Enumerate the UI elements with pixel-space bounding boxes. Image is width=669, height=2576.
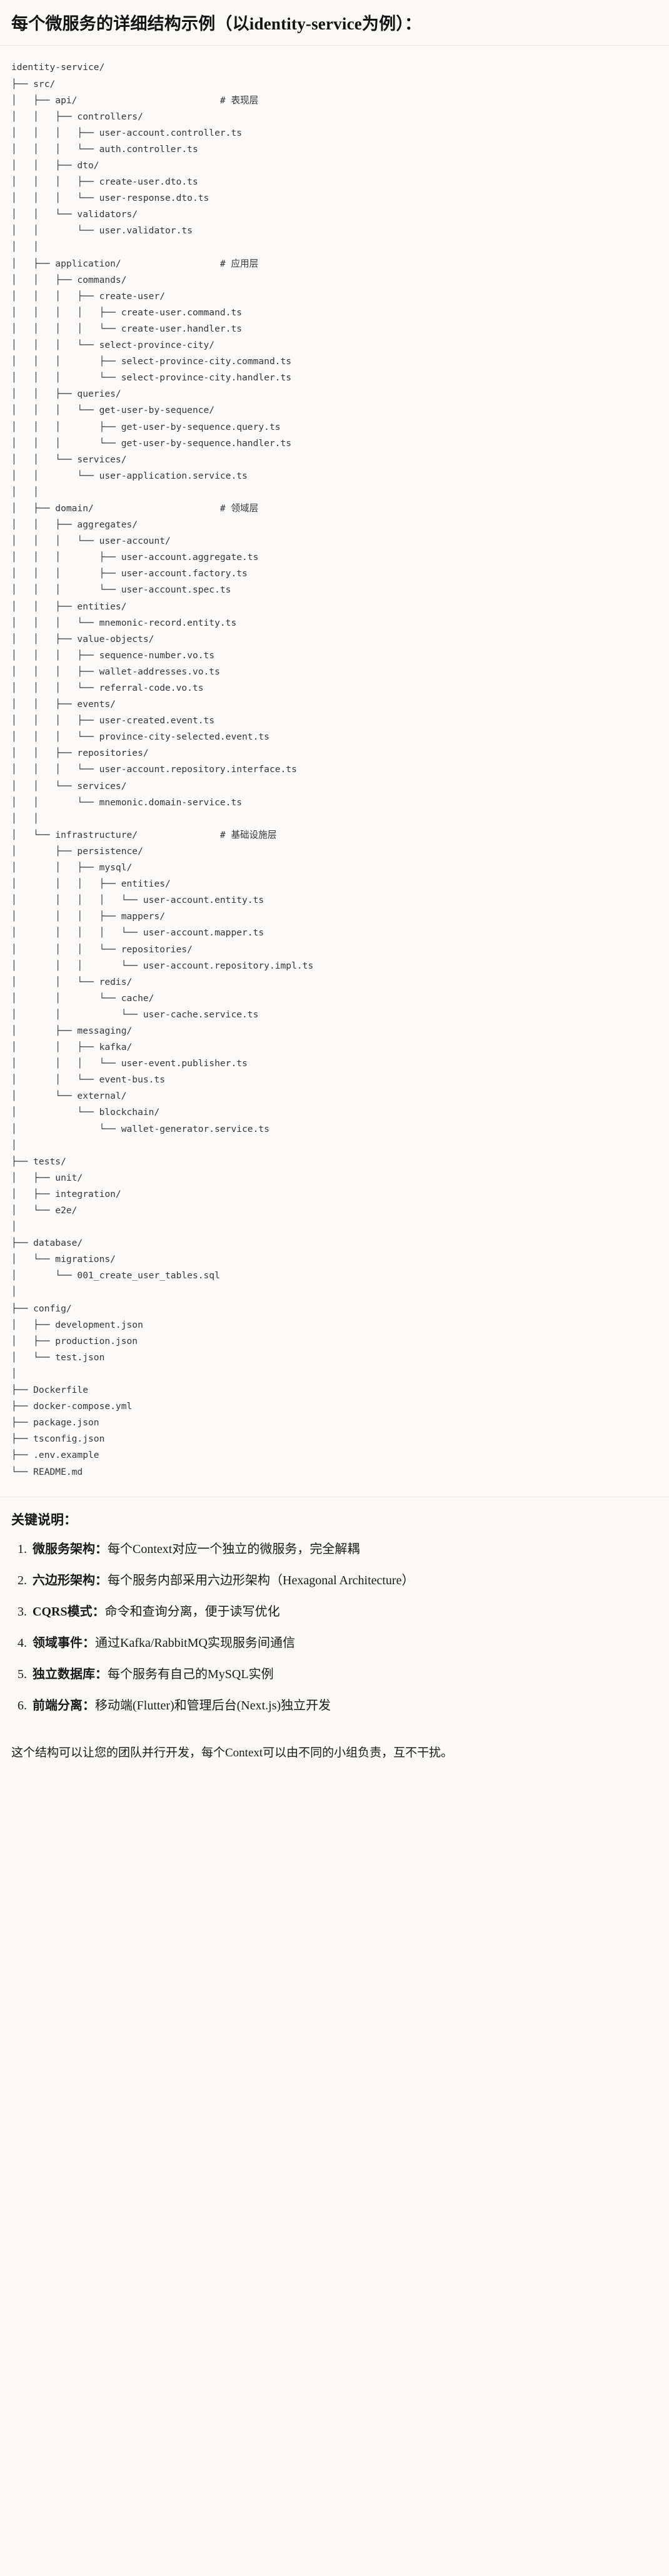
- note-term: 独立数据库: [33, 1667, 95, 1681]
- directory-tree: identity-service/ ├── src/ │ ├── api/ # …: [11, 62, 314, 1477]
- note-description: 通过Kafka/RabbitMQ实现服务间通信: [95, 1636, 295, 1650]
- note-separator: ：: [83, 1698, 95, 1713]
- list-item: CQRS模式：命令和查询分离，便于读写优化: [30, 1602, 658, 1621]
- note-description: 移动端(Flutter)和管理后台(Next.js)独立开发: [95, 1698, 331, 1713]
- directory-tree-block: identity-service/ ├── src/ │ ├── api/ # …: [0, 46, 669, 1497]
- note-separator: ：: [95, 1542, 108, 1556]
- note-description: 每个Context对应一个独立的微服务，完全解耦: [108, 1542, 360, 1556]
- document-page: 每个微服务的详细结构示例（以identity-service为例）： ident…: [0, 0, 669, 1776]
- note-term: 前端分离: [33, 1698, 83, 1713]
- key-notes-heading: 关键说明：: [11, 1512, 77, 1527]
- page-title: 每个微服务的详细结构示例（以identity-service为例）：: [11, 14, 422, 33]
- list-item: 独立数据库：每个服务有自己的MySQL实例: [30, 1665, 658, 1684]
- note-term: 领域事件: [33, 1636, 83, 1650]
- list-item: 前端分离：移动端(Flutter)和管理后台(Next.js)独立开发: [30, 1696, 658, 1715]
- title-block: 每个微服务的详细结构示例（以identity-service为例）：: [0, 0, 669, 46]
- note-separator: ：: [95, 1667, 108, 1681]
- note-separator: ：: [83, 1636, 95, 1650]
- closing-paragraph: 这个结构可以让您的团队并行开发，每个Context可以由不同的小组负责，互不干扰…: [11, 1746, 453, 1759]
- note-separator: ：: [92, 1604, 105, 1619]
- note-description: 每个服务有自己的MySQL实例: [108, 1667, 274, 1681]
- note-separator: ：: [95, 1573, 108, 1587]
- note-term: CQRS模式: [33, 1604, 93, 1619]
- note-term: 六边形架构: [33, 1573, 95, 1587]
- note-description: 命令和查询分离，便于读写优化: [104, 1604, 280, 1619]
- list-item: 微服务架构：每个Context对应一个独立的微服务，完全解耦: [30, 1540, 658, 1559]
- key-notes-block: 关键说明： 微服务架构：每个Context对应一个独立的微服务，完全解耦 六边形…: [0, 1497, 669, 1733]
- list-item: 六边形架构：每个服务内部采用六边形架构（Hexagonal Architectu…: [30, 1571, 658, 1590]
- list-item: 领域事件：通过Kafka/RabbitMQ实现服务间通信: [30, 1634, 658, 1652]
- note-description: 每个服务内部采用六边形架构（Hexagonal Architecture）: [108, 1573, 415, 1587]
- note-term: 微服务架构: [33, 1542, 95, 1556]
- key-notes-list: 微服务架构：每个Context对应一个独立的微服务，完全解耦 六边形架构：每个服…: [11, 1540, 658, 1715]
